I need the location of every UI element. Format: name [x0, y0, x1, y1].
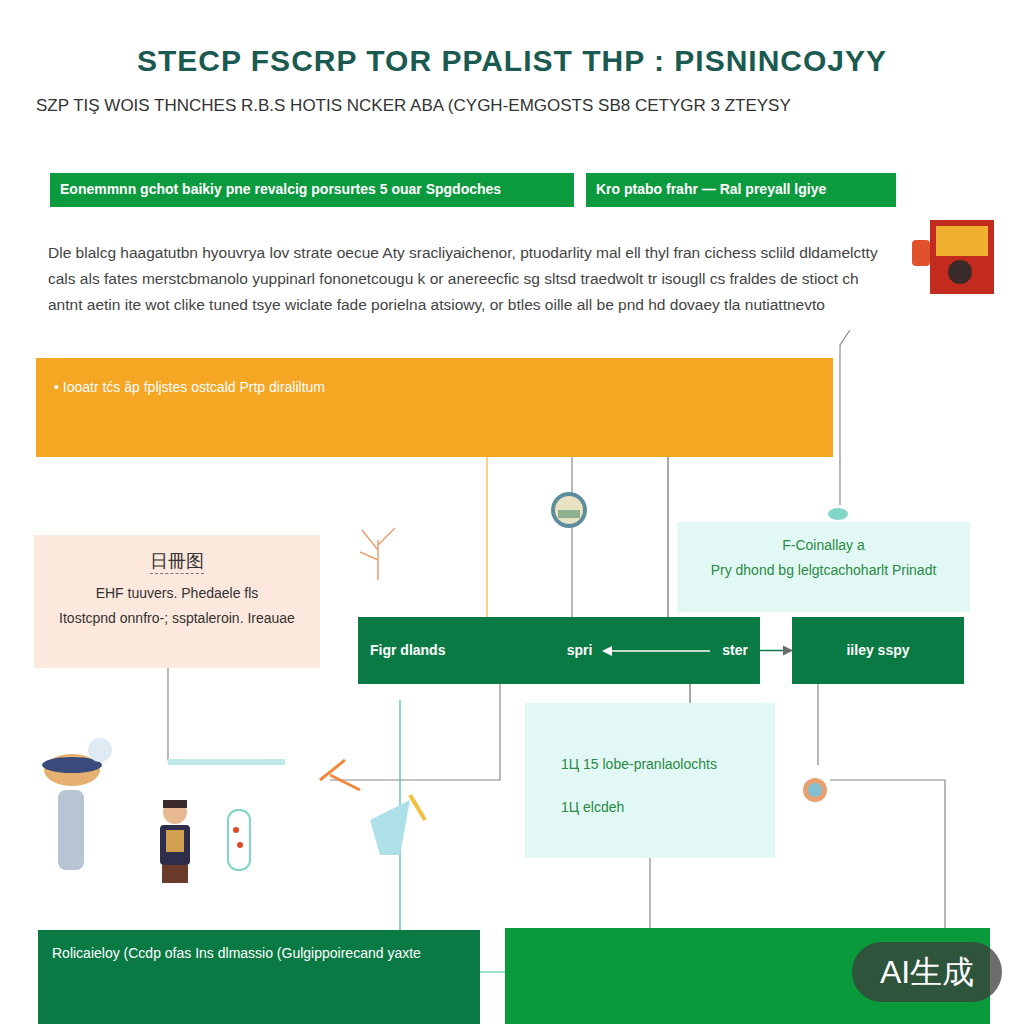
circle-icon: [551, 492, 587, 528]
node-text: Kro ptabo frahr — Ral preyall lgiye: [596, 180, 886, 199]
orange-band: • Iooatr tćs ăp fpljstes ostcald Prtp di…: [36, 358, 833, 457]
subtitle: SZP TIŞ WOIS THNCHES R.B.S HOTIS NCKER A…: [36, 96, 986, 116]
node-text: Figr dlands: [370, 641, 445, 660]
node-text: ster: [722, 641, 748, 660]
node-text: Itostcpnd onnfro-; ssptaleroin. Ireauae: [46, 609, 308, 628]
dark-green-bar: iiley sspy: [792, 617, 964, 684]
title: STECP FSCRP TOR PPALIST THP : PISNINCOJY…: [20, 44, 1004, 78]
node-text: Pry dhond bg lelgtcachoharlt Prinadt: [687, 561, 960, 580]
cyan-box: 1Ц 15 lobe-pranlaolochts 1Ц elcdeh: [525, 703, 775, 858]
inner-arrow: [602, 644, 712, 658]
node-text: Eonemmnn gchot baikiy pne revalcig porsu…: [60, 180, 564, 199]
peach-box: 日冊图 EHF tuuvers. Phedaele flsItostcpnd on…: [34, 535, 320, 668]
node-text: Rolicaieloy (Ccdp ofas Ins dlmassio (Gul…: [52, 944, 466, 963]
node-text: 日冊图: [150, 549, 204, 574]
green-header-bar: Kro ptabo frahr — Ral preyall lgiye: [586, 173, 896, 207]
watermark: AI生成: [852, 942, 1002, 1002]
node-text: F-Coinallay a: [687, 536, 960, 555]
dark-green-box: Rolicaieloy (Ccdp ofas Ins dlmassio (Gul…: [38, 930, 480, 1024]
node-text: EHF tuuvers. Phedaele fls: [46, 584, 308, 603]
connector: [667, 457, 669, 617]
node-text: iiley sspy: [846, 641, 909, 660]
node-text: spri: [567, 641, 593, 660]
node-text: 1Ц 15 lobe-pranlaolochts: [561, 755, 763, 774]
plant-sketch: [360, 528, 395, 580]
green-header-bar: Eonemmnn gchot baikiy pne revalcig porsu…: [50, 173, 574, 207]
node-text: • Iooatr tćs ăp fpljstes ostcald Prtp di…: [54, 378, 815, 397]
connector: [689, 684, 691, 703]
body-paragraph: Dle blalcg haagatutbn hyouvrya lov strat…: [48, 240, 878, 318]
heading-wrap: 日冊图: [46, 549, 308, 584]
dark-green-bar: Figr dlands spri ster: [358, 617, 760, 684]
connector: [760, 650, 792, 652]
poster-icon: [912, 220, 994, 294]
cyan-box: F-Coinallay a Pry dhond bg lelgtcachoharl…: [677, 522, 970, 612]
pin-icon: [828, 508, 848, 520]
node-text: 1Ц elcdeh: [561, 798, 763, 817]
